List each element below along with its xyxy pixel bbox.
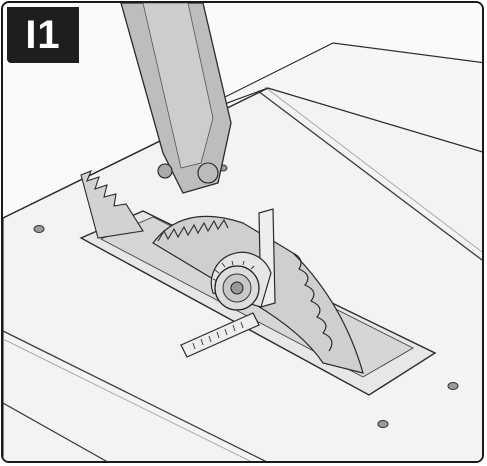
figure-label: I1 bbox=[25, 12, 61, 57]
figure-label-badge: I1 bbox=[7, 7, 79, 63]
angle-gauge bbox=[180, 208, 276, 358]
table-saw-illustration bbox=[3, 3, 482, 461]
blade-guard bbox=[80, 3, 232, 239]
